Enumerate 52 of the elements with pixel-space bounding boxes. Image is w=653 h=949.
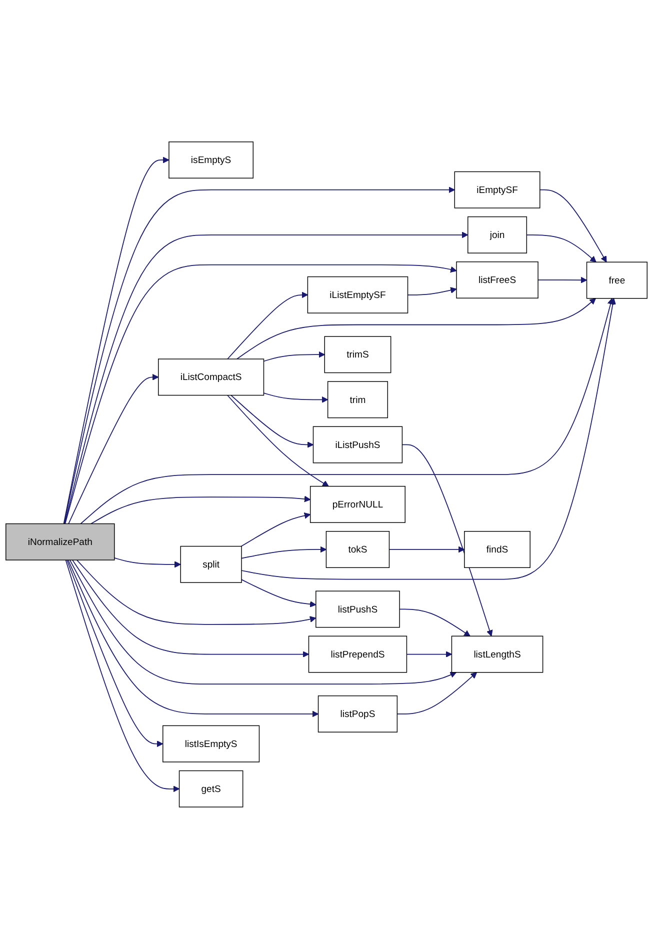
node-box: tokS: [326, 531, 390, 568]
arrow: [396, 672, 478, 714]
arrow: [65, 560, 180, 792]
arrow: [66, 560, 164, 748]
arrow: [227, 292, 308, 360]
arrow: [80, 298, 614, 524]
node-box: split: [180, 546, 242, 583]
arrow: [69, 560, 457, 685]
arrow: [68, 560, 319, 718]
node-box: trimS: [324, 336, 392, 374]
node-box: listPrependS: [308, 636, 408, 673]
arrow: [64, 186, 455, 524]
arrow: [538, 276, 588, 284]
node-box: listPushS: [316, 590, 400, 628]
arrow: [526, 234, 596, 262]
arrow: [402, 444, 493, 636]
arrow: [236, 298, 596, 360]
node-box: join: [468, 216, 528, 254]
node-box: iListEmptySF: [307, 276, 408, 314]
arrow: [72, 560, 310, 658]
arrow: [263, 392, 328, 403]
arrow: [90, 496, 311, 524]
arrow: [114, 558, 181, 568]
arrow: [407, 287, 457, 296]
arrow: [241, 298, 616, 580]
node-box: findS: [464, 531, 530, 568]
node-box: iListCompactS: [158, 358, 264, 396]
arrow: [68, 374, 159, 524]
node-box: listLengthS: [451, 636, 544, 673]
arrow: [230, 394, 314, 448]
arrow: [263, 351, 325, 362]
node-box: free: [586, 262, 648, 299]
arrow: [76, 560, 316, 625]
arrow: [240, 512, 311, 547]
arrow: [241, 546, 326, 559]
arrow: [539, 189, 607, 262]
arrow: [227, 394, 329, 487]
node-box: iNormalizePath: [6, 523, 115, 560]
node-box: trim: [327, 381, 388, 418]
node-box: listIsEmptyS: [162, 725, 260, 762]
arrow: [241, 579, 316, 608]
arrow: [399, 608, 470, 636]
node-box: getS: [178, 770, 244, 808]
node-box: iListPushS: [312, 426, 403, 464]
node-box: iEmptySF: [454, 171, 540, 208]
arrow: [63, 156, 170, 524]
arrow: [388, 546, 465, 553]
node-box: isEmptyS: [168, 142, 254, 179]
node-box: pErrorNULL: [310, 486, 406, 523]
node-box: listFreeS: [456, 262, 538, 299]
node-box: listPopS: [318, 696, 398, 733]
arrow: [406, 651, 452, 658]
